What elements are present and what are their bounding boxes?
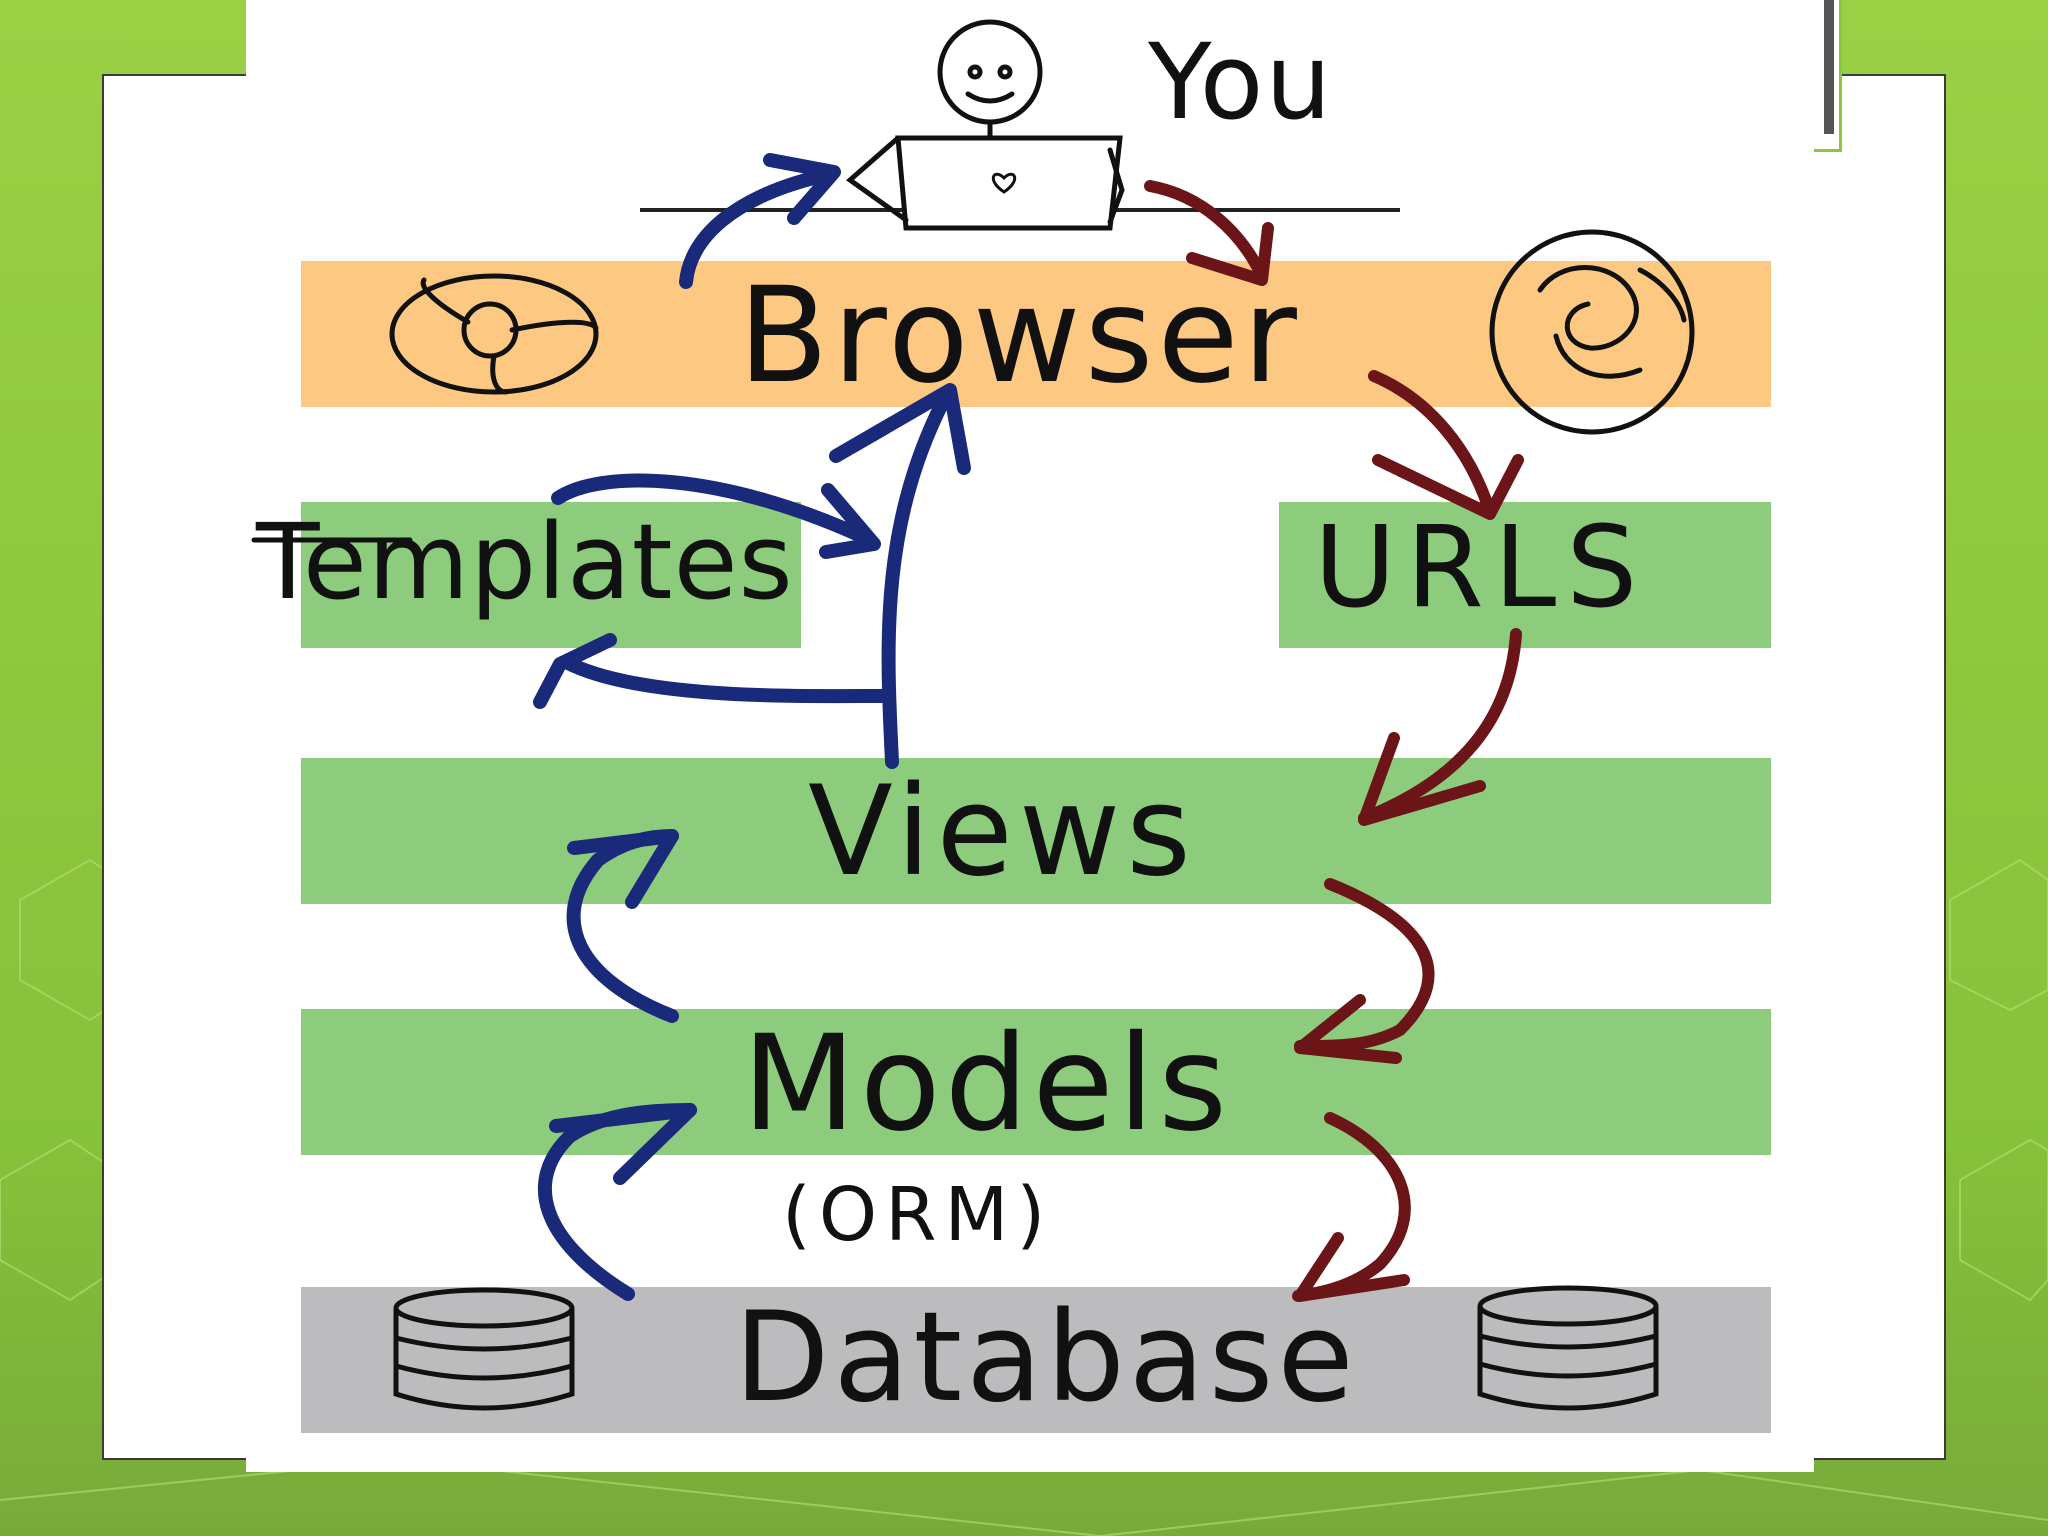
urls-label: URLS bbox=[1314, 503, 1648, 633]
views-label: Views bbox=[808, 760, 1197, 904]
templates-label: Templates bbox=[256, 501, 794, 623]
database-label: Database bbox=[734, 1286, 1358, 1430]
orm-label: (ORM) bbox=[782, 1172, 1054, 1258]
views-layer bbox=[301, 758, 1771, 904]
corner-accent bbox=[1814, 0, 1842, 152]
you-label: You bbox=[1148, 21, 1334, 143]
corner-accent-bar bbox=[1824, 0, 1834, 134]
models-label: Models bbox=[742, 1007, 1232, 1161]
urls-layer bbox=[1279, 502, 1771, 648]
browser-label: Browser bbox=[738, 259, 1301, 413]
